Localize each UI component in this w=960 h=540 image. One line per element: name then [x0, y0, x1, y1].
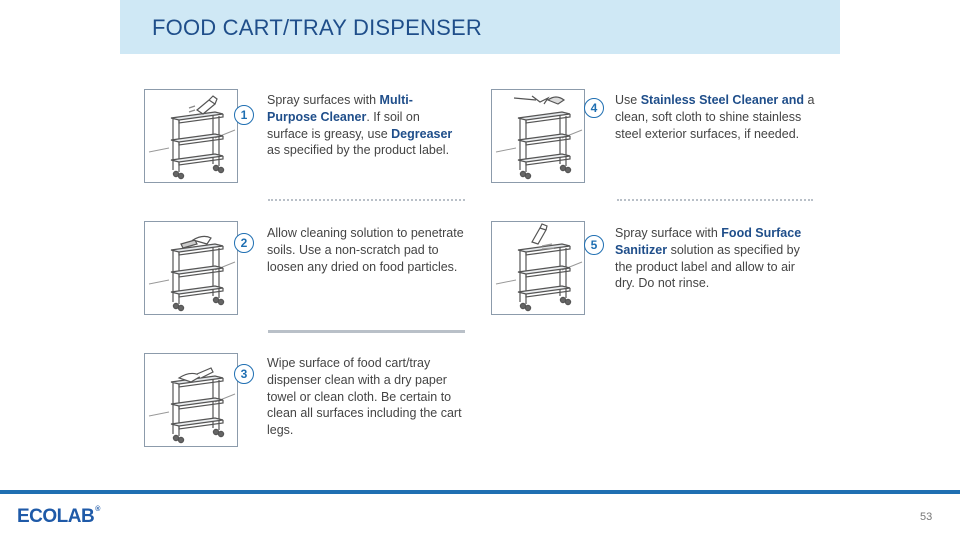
step-text-run: . If soil on surface is greasy, use — [267, 109, 420, 141]
cart-sanitize-icon — [491, 221, 585, 315]
step-text-run: Spray surface with — [615, 226, 722, 240]
step-5-text: Spray surface with Food Surface Sanitize… — [615, 225, 815, 292]
step-number-2: 2 — [234, 233, 254, 253]
step-text-run: as specified by the product label. — [267, 143, 450, 158]
step-divider — [617, 199, 813, 201]
page-number: 53 — [920, 511, 933, 523]
cart-illustration — [148, 367, 236, 444]
cart-drawing — [148, 95, 236, 180]
step-3-text: Wipe surface of food cart/tray dispenser… — [267, 355, 462, 439]
step-divider — [268, 199, 465, 201]
step-number-3: 3 — [234, 364, 254, 384]
product-name: Multi-Purpose Cleaner — [267, 93, 413, 124]
product-name: Stainless Steel Cleaner — [640, 93, 779, 107]
cart-illustration — [495, 95, 583, 180]
step-2-text: Allow cleaning solution to penetrate soi… — [267, 225, 465, 275]
cart-scrub-icon — [144, 221, 238, 315]
step-number-5: 5 — [584, 235, 604, 255]
cart-illustration — [495, 223, 583, 312]
ecolab-logo: ECOLAB® — [17, 506, 100, 528]
step-text-run: Use — [615, 93, 641, 107]
cart-drawing — [148, 235, 236, 312]
step-number-1: 1 — [234, 105, 254, 125]
step-text-run: Allow cleaning solution to penetrate soi… — [267, 226, 464, 274]
cart-drawing — [148, 367, 236, 444]
step-text-run: Wipe surface of food cart/tray dispenser… — [267, 356, 462, 438]
product-name: Degreaser — [391, 126, 453, 141]
page-title: FOOD CART/TRAY DISPENSER — [152, 15, 482, 40]
cart-drawing — [495, 223, 583, 312]
cart-drawing — [495, 95, 583, 180]
footer-rule — [0, 490, 960, 494]
cart-spray-icon — [144, 89, 238, 183]
product-name: Food Surface Sanitizer — [615, 226, 802, 257]
brand-mark: ® — [95, 506, 100, 513]
title-band: FOOD CART/TRAY DISPENSER — [120, 0, 840, 54]
step-text-run: a clean, soft cloth to shine stainless s… — [615, 93, 815, 141]
step-divider — [268, 330, 465, 333]
product-name: and — [781, 93, 804, 107]
cart-wipe-icon — [144, 353, 238, 447]
cart-illustration — [148, 235, 236, 312]
step-number-4: 4 — [584, 98, 604, 118]
cart-shine-icon — [491, 89, 585, 183]
cart-illustration — [148, 95, 236, 180]
step-text-run: solution as specified by the product lab… — [615, 242, 800, 291]
brand-name: ECOLAB — [17, 506, 95, 527]
step-text-run: Spray surfaces with — [267, 93, 380, 107]
step-4-text: Use Stainless Steel Cleaner and a clean,… — [615, 92, 815, 142]
step-1-text: Spray surfaces with Multi-Purpose Cleane… — [267, 92, 462, 159]
